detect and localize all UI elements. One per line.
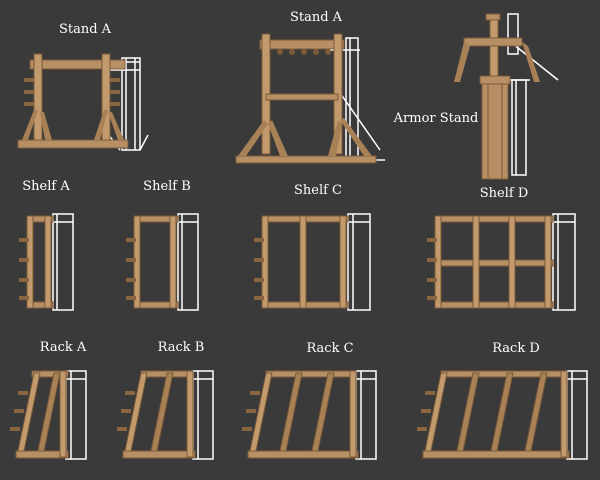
armor-stand-render [454, 13, 559, 180]
rack-c-wood [242, 370, 359, 459]
shelf-b-label: Shelf B [143, 179, 191, 194]
shelf-c-label: Shelf C [293, 183, 343, 198]
shelf-d-render [427, 213, 576, 311]
rack-c-label: Rack C [306, 341, 354, 356]
shelf-d-label: Shelf D [479, 186, 529, 201]
shelf-d-wireframe [552, 213, 576, 311]
rack-d-wireframe [566, 370, 588, 460]
rack-a-label: Rack A [39, 340, 87, 355]
stand-a-left-label: Stand A [58, 22, 112, 37]
shelf-c-wireframe [347, 213, 371, 311]
rack-c-wireframe [355, 370, 377, 460]
stand-a-left-render [17, 53, 149, 151]
shelf-a-render [19, 213, 74, 311]
rack-d-wood [417, 370, 570, 459]
rack-b-wood [117, 370, 196, 459]
rack-d-render [417, 370, 588, 460]
shelf-a-wireframe [52, 213, 74, 311]
shelf-d-wood [427, 215, 554, 309]
shelf-b-wood [126, 215, 179, 309]
armor-stand-label: Armor Stand [393, 111, 479, 126]
rack-a-wireframe [65, 370, 87, 460]
rack-b-wireframe [192, 370, 214, 460]
shelf-c-wood [254, 215, 349, 309]
stand-a-left-wood [17, 53, 129, 149]
shelf-b-render [126, 213, 199, 311]
rack-b-render [117, 370, 214, 460]
armor-stand-wood [454, 13, 540, 180]
rack-a-wood [10, 370, 69, 459]
rack-c-render [242, 370, 377, 460]
shelf-a-label: Shelf A [22, 179, 70, 194]
rack-a-render [10, 370, 87, 460]
stand-a-center-label: Stand A [289, 10, 343, 25]
armor-stand-wireframe [495, 13, 559, 176]
shelf-b-wireframe [177, 213, 199, 311]
rack-d-label: Rack D [492, 341, 540, 356]
shelf-a-wood [19, 215, 54, 309]
stand-a-center-wood [235, 33, 377, 164]
stand-a-center-render [235, 33, 385, 164]
rack-b-label: Rack B [157, 340, 205, 355]
shelf-c-render [254, 213, 371, 311]
